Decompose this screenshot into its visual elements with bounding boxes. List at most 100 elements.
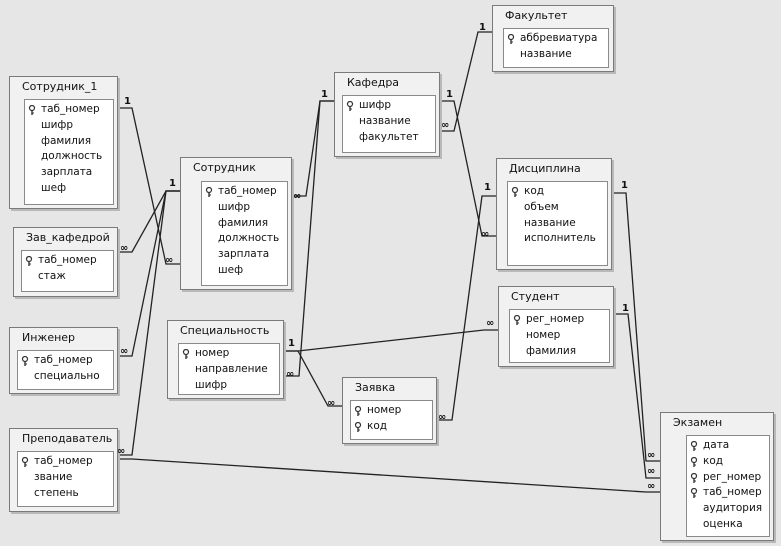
field-row[interactable]: аббревиатура <box>504 31 608 47</box>
field-name: таб_номер <box>34 354 93 366</box>
field-name: аббревиатура <box>520 32 598 44</box>
primary-key-icon <box>690 472 698 483</box>
field-row[interactable]: код <box>687 454 769 470</box>
field-row[interactable]: звание <box>18 470 113 486</box>
field-row[interactable]: дата <box>687 438 769 454</box>
field-row[interactable]: шифр <box>343 98 435 114</box>
cardinality-many: ∞ <box>165 255 174 266</box>
cardinality-many: ∞ <box>481 229 490 240</box>
field-row[interactable]: степень <box>18 486 113 502</box>
table-zayavka[interactable]: Заявка номер код <box>342 377 437 444</box>
field-row[interactable]: зарплата <box>25 165 113 181</box>
cardinality-many: ∞ <box>486 318 495 329</box>
field-row[interactable]: аудитория <box>687 501 769 517</box>
table-ekzamen[interactable]: Экзамен дата код рег_номер таб_номер ауд… <box>660 412 774 541</box>
field-row[interactable]: таб_номер <box>18 353 113 369</box>
field-row[interactable]: таб_номер <box>687 485 769 501</box>
table-specialnost[interactable]: Специальность номер направление шифр <box>167 320 284 399</box>
table-title: Заявка <box>355 381 396 394</box>
cardinality-many: ∞ <box>117 446 126 457</box>
table-inzhener[interactable]: Инженер таб_номер специально <box>9 327 118 394</box>
field-name: код <box>524 185 545 197</box>
field-row[interactable]: шифр <box>202 200 287 216</box>
cardinality-many: ∞ <box>647 466 656 477</box>
field-row[interactable]: зарплата <box>202 247 287 263</box>
primary-key-icon <box>346 101 354 111</box>
field-name: звание <box>34 470 73 483</box>
field-row[interactable]: исполнитель <box>508 231 607 247</box>
field-name: номер <box>367 404 402 416</box>
table-sotrudnik[interactable]: Сотрудник таб_номер шифр фамилия должнос… <box>180 157 292 290</box>
table-kafedra[interactable]: Кафедра шифр название факультет <box>334 72 440 157</box>
field-name: зарплата <box>218 248 270 261</box>
field-list: таб_номер шифр фамилия должность зарплат… <box>24 99 114 205</box>
primary-key-icon <box>690 441 698 451</box>
primary-key-icon <box>25 256 33 266</box>
field-row[interactable]: таб_номер <box>202 184 287 200</box>
table-student[interactable]: Студент рег_номер номер фамилия <box>498 286 614 367</box>
field-row[interactable]: таб_номер <box>22 253 113 269</box>
cardinality-many: ∞ <box>647 481 656 492</box>
field-row[interactable]: направление <box>179 362 279 378</box>
field-name: специально <box>34 369 100 382</box>
field-name: должность <box>218 232 280 245</box>
cardinality-many: ∞ <box>286 369 295 380</box>
field-name: степень <box>34 486 79 499</box>
field-row[interactable]: код <box>508 184 607 200</box>
field-row[interactable]: фамилия <box>25 134 113 150</box>
primary-key-icon <box>354 406 362 416</box>
field-row[interactable]: номер <box>179 346 279 362</box>
field-row[interactable]: должность <box>202 231 287 247</box>
field-row[interactable]: название <box>508 216 607 232</box>
field-row[interactable]: объем <box>508 200 607 216</box>
field-row[interactable]: должность <box>25 149 113 165</box>
field-name: шифр <box>41 118 74 131</box>
field-row[interactable]: специально <box>18 369 113 385</box>
field-name: номер <box>526 328 561 341</box>
field-row[interactable]: название <box>504 47 608 63</box>
field-row[interactable]: оценка <box>687 517 769 533</box>
cardinality-one: 1 <box>124 96 131 107</box>
field-row[interactable]: код <box>351 419 432 435</box>
field-row[interactable]: фамилия <box>202 216 287 232</box>
table-disciplina[interactable]: Дисциплина код объем название исполнител… <box>496 158 612 270</box>
field-name: шифр <box>218 200 251 213</box>
field-name: фамилия <box>218 216 269 229</box>
primary-key-icon <box>690 456 698 467</box>
cardinality-one: 1 <box>288 338 295 349</box>
field-list: таб_номер стаж <box>21 250 114 292</box>
table-title: Инженер <box>22 331 76 344</box>
field-row[interactable]: номер <box>510 328 609 344</box>
cardinality-many: ∞ <box>293 191 302 202</box>
field-name: номер <box>195 347 230 359</box>
field-name: оценка <box>703 517 743 530</box>
field-row[interactable]: стаж <box>22 269 113 285</box>
table-title: Зав_кафедрой <box>26 231 110 244</box>
field-row[interactable]: шифр <box>25 118 113 134</box>
field-row[interactable]: факультет <box>343 130 435 146</box>
field-row[interactable]: рег_номер <box>687 470 769 486</box>
table-zav-kafedroy[interactable]: Зав_кафедрой таб_номер стаж <box>13 227 118 297</box>
field-name: объем <box>524 200 559 213</box>
field-row[interactable]: номер <box>351 403 432 419</box>
field-row[interactable]: фамилия <box>510 344 609 360</box>
field-row[interactable]: таб_номер <box>18 454 113 470</box>
table-sotrudnik-1[interactable]: Сотрудник_1 таб_номер шифр фамилия должн… <box>9 76 118 209</box>
field-row[interactable]: шеф <box>202 263 287 279</box>
field-row[interactable]: название <box>343 114 435 130</box>
field-row[interactable]: рег_номер <box>510 312 609 328</box>
field-name: код <box>367 419 388 432</box>
table-prepodavatel[interactable]: Преподаватель таб_номер звание степень <box>9 428 118 512</box>
field-name: должность <box>41 150 103 163</box>
field-list: шифр название факультет <box>342 95 436 153</box>
field-row[interactable]: таб_номер <box>25 102 113 118</box>
field-name: код <box>703 454 724 467</box>
table-fakultet[interactable]: Факультет аббревиатура название <box>492 5 614 72</box>
field-name: название <box>524 216 576 229</box>
table-title: Дисциплина <box>509 162 581 175</box>
field-name: стаж <box>38 269 66 282</box>
field-row[interactable]: шифр <box>179 378 279 394</box>
table-title: Сотрудник <box>193 161 256 174</box>
field-row[interactable]: шеф <box>25 181 113 197</box>
